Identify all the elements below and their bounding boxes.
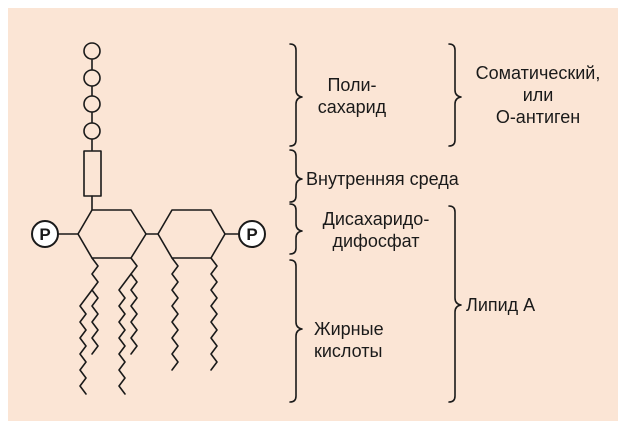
fatty-acid-chain — [118, 257, 138, 395]
label-fatty-acids: Жирные кислоты — [314, 319, 384, 361]
label-lipid-a: Липид А — [466, 295, 536, 315]
fatty-acid-chain — [91, 289, 99, 355]
core-oligosaccharide-block — [83, 150, 102, 197]
label-disaccharide-diphosphate: Дисахаридо- дифосфат — [322, 209, 430, 251]
brace-o-antigen — [448, 43, 462, 147]
brace-polysaccharide — [289, 43, 303, 147]
label-somatic-antigen: Соматический, или О-антиген — [475, 63, 601, 127]
phosphate-circle-left — [31, 220, 59, 248]
brace-lipid-a — [448, 205, 462, 403]
label-inner-core: Внутренняя среда — [306, 169, 459, 189]
sugar-unit — [83, 69, 101, 87]
fatty-acid-chain — [130, 273, 138, 355]
fatty-acid-chain — [171, 257, 179, 371]
sugar-unit — [83, 42, 101, 60]
label-polysaccharide: Поли- сахарид — [317, 75, 387, 117]
phosphate-label-right: P — [246, 225, 257, 244]
phosphate-label-left: P — [39, 225, 50, 244]
phosphate-circle-right — [238, 220, 266, 248]
brace-disaccharide — [289, 203, 303, 255]
brace-inner-core — [289, 149, 303, 203]
brace-fatty-acids — [289, 259, 303, 403]
fatty-acid-chain — [79, 257, 99, 395]
sugar-ring-left — [77, 209, 147, 259]
sugar-unit — [83, 95, 101, 113]
sugar-ring-right — [157, 209, 226, 259]
fatty-acid-chain — [210, 257, 218, 371]
sugar-unit — [83, 122, 101, 140]
